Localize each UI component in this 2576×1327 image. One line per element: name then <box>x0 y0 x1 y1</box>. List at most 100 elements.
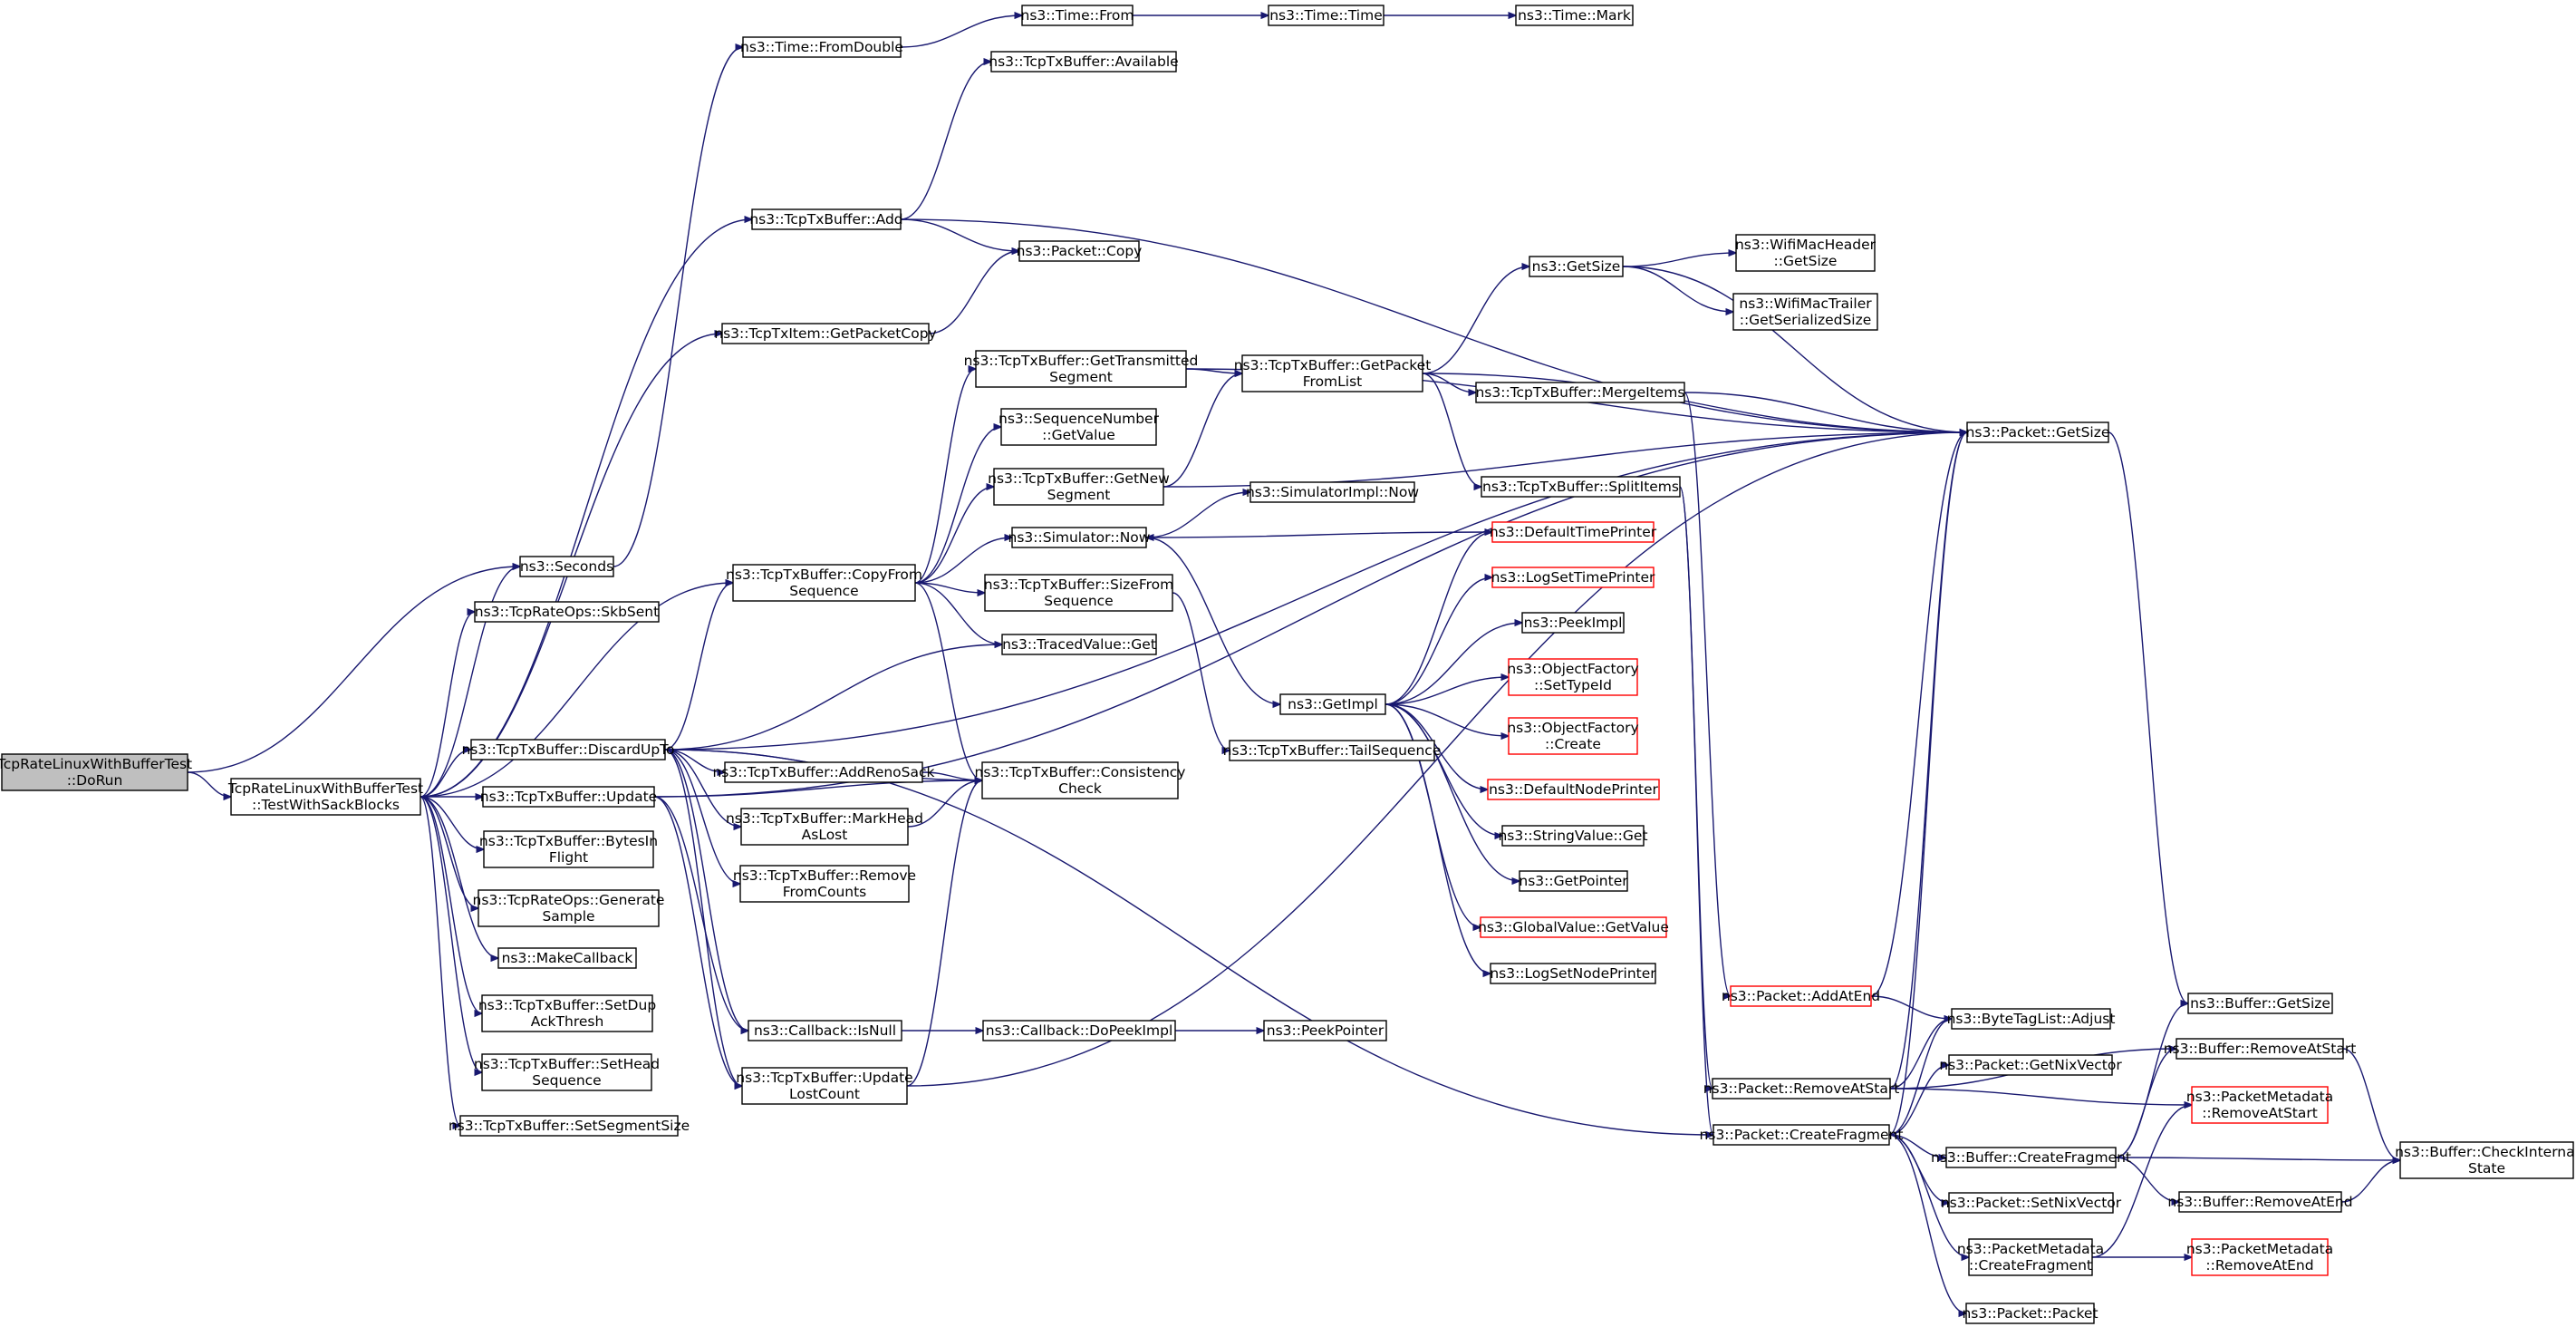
node-pcopy[interactable]: ns3::Packet::Copy <box>1017 240 1143 262</box>
node-logsetnode[interactable]: ns3::LogSetNodePrinter <box>1490 963 1656 984</box>
edge-getsize-to-wifimactrailer <box>1622 266 1733 312</box>
node-defnodeprinter[interactable]: ns3::DefaultNodePrinter <box>1487 779 1660 800</box>
node-packetpacket[interactable]: ns3::Packet::Packet <box>1962 1303 2098 1324</box>
node-stringvalueget[interactable]: ns3::StringValue::Get <box>1498 825 1648 847</box>
node-seqgetvalue[interactable]: ns3::SequenceNumber::GetValue <box>999 408 1160 446</box>
edge-getpacketcopy-to-pcopy <box>928 251 1019 334</box>
node-wifimacheader[interactable]: ns3::WifiMacHeader::GetSize <box>1735 234 1877 272</box>
node-label: ns3::GetSize <box>1532 258 1621 275</box>
node-tailseq[interactable]: ns3::TcpTxBuffer::TailSequence <box>1223 740 1442 761</box>
node-box <box>1487 779 1660 800</box>
edge-simnow-to-simimplnow <box>1145 492 1250 538</box>
node-box <box>1490 963 1656 984</box>
node-removeatstart[interactable]: ns3::Packet::RemoveAtStart <box>1703 1078 1900 1099</box>
edge-bufcreatefrag-to-bufremoveatstart <box>2115 1049 2176 1158</box>
node-ofsettypeid[interactable]: ns3::ObjectFactory::SetTypeId <box>1507 658 1639 696</box>
node-pmremoveatend[interactable]: ns3::PacketMetadata::RemoveAtEnd <box>2186 1238 2333 1276</box>
node-makecb[interactable]: ns3::MakeCallback <box>497 947 637 969</box>
node-pmcreatefrag[interactable]: ns3::PacketMetadata::CreateFragment <box>1957 1238 2104 1276</box>
node-test[interactable]: TcpRateLinuxWithBufferTest::TestWithSack… <box>227 778 423 816</box>
node-label: ns3::Buffer::RemoveAtEnd <box>2167 1194 2352 1210</box>
node-timefrom[interactable]: ns3::Time::From <box>1021 5 1134 26</box>
node-addreno[interactable]: ns3::TcpTxBuffer::AddRenoSack <box>712 761 935 783</box>
node-box <box>1965 1303 2095 1324</box>
node-add[interactable]: ns3::TcpTxBuffer::Add <box>749 208 903 230</box>
node-box <box>981 761 1179 799</box>
node-box <box>748 1020 902 1041</box>
node-label: ns3::TcpTxBuffer::GetPacket <box>1234 357 1432 373</box>
node-label: ns3::TcpTxBuffer::CopyFrom <box>726 567 922 583</box>
node-bufremoveatend[interactable]: ns3::Buffer::RemoveAtEnd <box>2167 1191 2353 1213</box>
node-discard[interactable]: ns3::TcpTxBuffer::DiscardUpTo <box>461 739 675 760</box>
edge-createfragment-to-packetpacket <box>1888 1134 1966 1313</box>
node-label: ns3::Time::Mark <box>1518 7 1631 24</box>
node-ofcreate[interactable]: ns3::ObjectFactory::Create <box>1507 717 1639 755</box>
node-seconds[interactable]: ns3::Seconds <box>519 556 614 577</box>
node-simimplnow[interactable]: ns3::SimulatorImpl::Now <box>1246 481 1419 503</box>
node-createfragment[interactable]: ns3::Packet::CreateFragment <box>1700 1124 1904 1146</box>
node-label: ns3::GetImpl <box>1288 696 1378 712</box>
node-dopeek[interactable]: ns3::Callback::DoPeekImpl <box>982 1020 1176 1041</box>
node-timemark[interactable]: ns3::Time::Mark <box>1515 5 1634 26</box>
node-bytetagadjust[interactable]: ns3::ByteTagList::Adjust <box>1947 1008 2116 1030</box>
node-simnow[interactable]: ns3::Simulator::Now <box>1008 527 1151 548</box>
node-logsettime[interactable]: ns3::LogSetTimePrinter <box>1491 567 1655 588</box>
node-packetgetsize[interactable]: ns3::Packet::GetSize <box>1966 421 2110 443</box>
node-tracedget[interactable]: ns3::TracedValue::Get <box>1001 634 1157 655</box>
node-bufcreatefrag[interactable]: ns3::Buffer::CreateFragment <box>1931 1147 2131 1168</box>
node-label: ::GetSize <box>1774 253 1838 269</box>
node-label: Segment <box>1047 487 1111 503</box>
node-fromdouble[interactable]: ns3::Time::FromDouble <box>740 36 903 58</box>
node-bufgetsize[interactable]: ns3::Buffer::GetSize <box>2187 993 2333 1014</box>
edge-bufcreatefrag-to-bufremoveatend <box>2115 1157 2179 1202</box>
node-getsize[interactable]: ns3::GetSize <box>1529 256 1624 277</box>
node-box <box>474 601 660 623</box>
node-available[interactable]: ns3::TcpTxBuffer::Available <box>989 51 1179 73</box>
edge-copyfrom-to-gettransmitted <box>914 369 976 584</box>
edge-copyfrom-to-getnew <box>914 487 994 584</box>
node-mergeitems[interactable]: ns3::TcpTxBuffer::MergeItems <box>1475 382 1685 403</box>
node-deftimeprinter[interactable]: ns3::DefaultTimePrinter <box>1490 521 1657 543</box>
node-wifimactrailer[interactable]: ns3::WifiMacTrailer::GetSerializedSize <box>1732 293 1878 331</box>
node-label: Check <box>1058 780 1102 797</box>
node-label: ns3::TcpRateOps::SkbSent <box>475 604 659 620</box>
node-globalvalue[interactable]: ns3::GlobalValue::GetValue <box>1478 916 1669 938</box>
node-skbsent[interactable]: ns3::TcpRateOps::SkbSent <box>474 601 660 623</box>
node-bufremoveatstart[interactable]: ns3::Buffer::RemoveAtStart <box>2164 1038 2357 1060</box>
node-update[interactable]: ns3::TcpTxBuffer::Update <box>480 786 657 808</box>
node-peekpointer[interactable]: ns3::PeekPointer <box>1263 1020 1387 1041</box>
edge-getimpl-to-peekimpl <box>1384 623 1522 705</box>
node-box <box>1001 634 1157 655</box>
node-splititems[interactable]: ns3::TcpTxBuffer::SplitItems <box>1481 476 1681 498</box>
node-label: Sequence <box>789 583 858 599</box>
edge-add-to-packetgetsize <box>900 218 1967 432</box>
node-root[interactable]: TcpRateLinuxWithBufferTest::DoRun <box>0 753 192 791</box>
node-peekimpl[interactable]: ns3::PeekImpl <box>1521 612 1625 634</box>
node-addatend[interactable]: ns3::Packet::AddAtEnd <box>1722 985 1880 1007</box>
node-getnix[interactable]: ns3::Packet::GetNixVector <box>1939 1054 2122 1076</box>
node-timetime[interactable]: ns3::Time::Time <box>1268 5 1384 26</box>
node-box <box>1263 1020 1387 1041</box>
node-setnix[interactable]: ns3::Packet::SetNixVector <box>1941 1192 2122 1214</box>
node-getpacketcopy[interactable]: ns3::TcpTxItem::GetPacketCopy <box>714 323 937 344</box>
node-getimpl[interactable]: ns3::GetImpl <box>1279 693 1386 715</box>
node-setseg[interactable]: ns3::TcpTxBuffer::SetSegmentSize <box>449 1115 690 1137</box>
node-getpointer[interactable]: ns3::GetPointer <box>1519 870 1628 892</box>
node-isnull[interactable]: ns3::Callback::IsNull <box>748 1020 902 1041</box>
node-label: ns3::TcpTxBuffer::Add <box>749 211 902 228</box>
node-pmremoveatstart[interactable]: ns3::PacketMetadata::RemoveAtStart <box>2186 1086 2333 1124</box>
